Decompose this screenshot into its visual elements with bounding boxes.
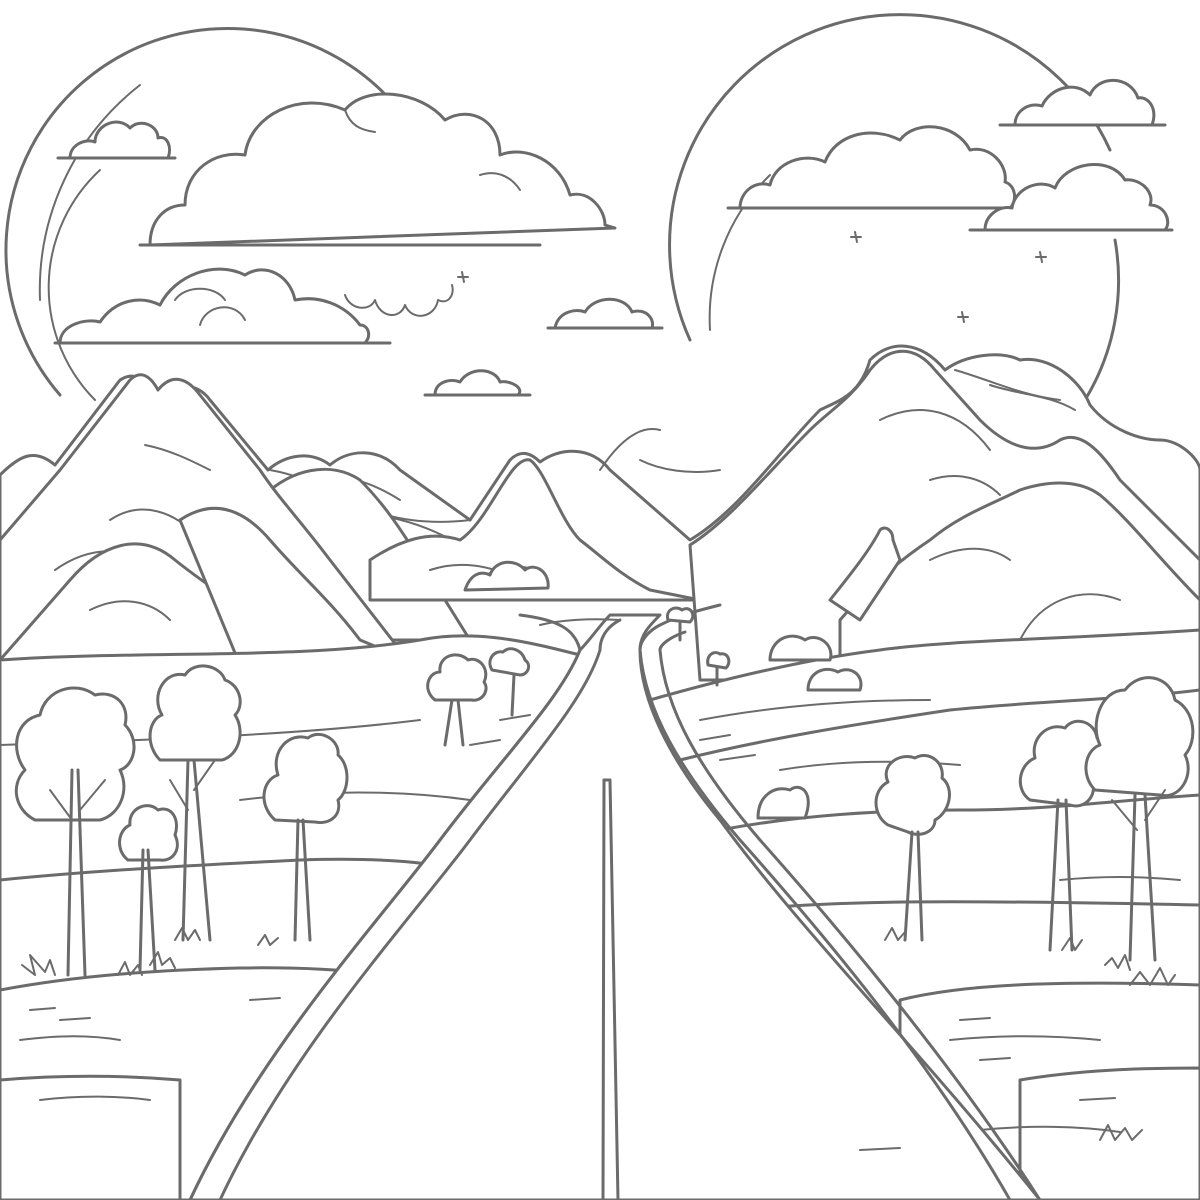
sparkles	[457, 231, 1047, 323]
cloud-mid-left	[53, 267, 392, 345]
mountains-left	[0, 373, 472, 667]
cloud-top-right	[998, 78, 1167, 127]
field-lines	[29, 714, 1116, 1151]
cloud-tiny-center	[423, 369, 532, 397]
cloud-right-lower	[968, 163, 1174, 232]
tree-far-left	[14, 686, 136, 977]
bush-right	[756, 785, 810, 820]
winding-road	[188, 603, 1042, 1200]
cloud-large-right	[726, 125, 1017, 210]
trees-center-left-distant	[426, 647, 531, 747]
tree-right-mid	[874, 754, 951, 942]
cloud-large-left	[138, 92, 617, 247]
tree-right-tall-1	[1019, 719, 1107, 952]
cloud-small-center	[546, 297, 664, 330]
tree-right-tall-2	[1084, 676, 1195, 962]
cloud-small-top-left	[56, 120, 177, 160]
tree-left-small	[118, 804, 179, 972]
trees-center-right-distant	[665, 606, 863, 692]
left-sun-halo	[4, 27, 397, 401]
tree-left-mid	[262, 732, 349, 942]
cloud-scallop	[344, 284, 454, 317]
grass-tufts	[21, 927, 1176, 1141]
mountains-center	[368, 458, 702, 602]
mountains-right	[688, 349, 1200, 682]
tree-left-tall	[148, 664, 242, 942]
